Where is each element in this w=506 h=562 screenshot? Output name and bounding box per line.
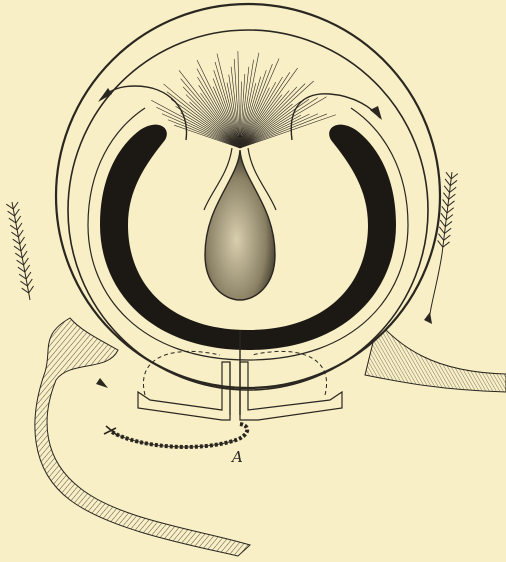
label-a: A <box>232 448 243 466</box>
left-feather-arrow <box>6 202 33 300</box>
right-vessel <box>365 322 506 392</box>
twisted-cord <box>112 424 247 447</box>
